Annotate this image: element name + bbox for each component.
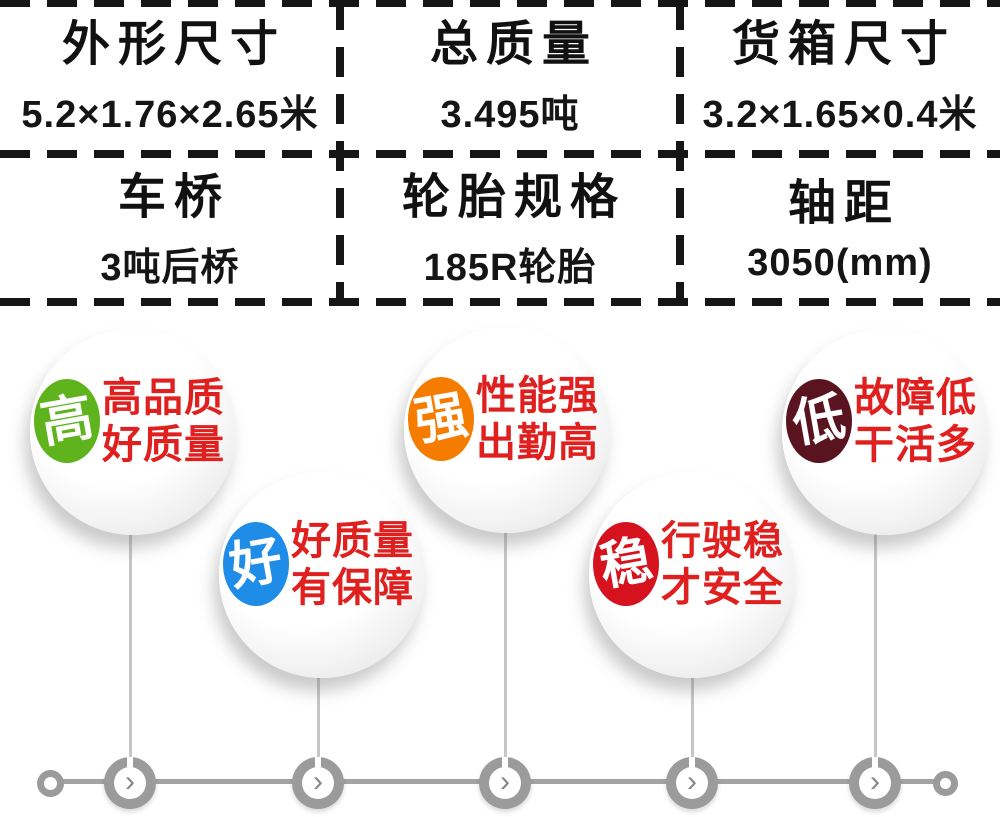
spec-table: 外形尺寸 5.2×1.76×2.65米 总质量 3.495吨 货箱尺寸 3.2×… xyxy=(0,0,1000,306)
badge-char: 低 xyxy=(788,387,850,455)
spec-title: 总质量 xyxy=(429,18,598,72)
spec-value: 5.2×1.76×2.65米 xyxy=(21,93,319,136)
feature-line1: 好质量 xyxy=(291,519,414,563)
spec-cell-exterior-dimensions: 外形尺寸 5.2×1.76×2.65米 xyxy=(0,0,340,152)
spec-cell-cargo-box-dimensions: 货箱尺寸 3.2×1.65×0.4米 xyxy=(680,0,1000,152)
feature-circle-stable-driving: 稳 行驶稳 才安全 xyxy=(589,472,795,678)
timeline-node: › xyxy=(104,757,156,809)
spec-title: 外形尺寸 xyxy=(61,18,286,72)
feature-slogan: 高品质 好质量 xyxy=(102,375,225,469)
feature-line2: 有保障 xyxy=(291,566,414,610)
spec-title: 轮胎规格 xyxy=(401,171,626,225)
feature-line2: 好质量 xyxy=(102,423,225,467)
feature-line1: 性能强 xyxy=(476,374,599,418)
timeline-node-notch xyxy=(502,757,508,769)
feature-circle-strong-performance: 强 性能强 出勤高 xyxy=(404,327,610,533)
table-border-top xyxy=(0,0,1000,7)
feature-line2: 才安全 xyxy=(661,566,784,610)
spec-cell-gross-weight: 总质量 3.495吨 xyxy=(340,0,680,152)
timeline-node: › xyxy=(292,757,344,809)
connector-line xyxy=(691,670,694,760)
feature-line1: 行驶稳 xyxy=(661,519,784,563)
timeline-node-notch xyxy=(315,757,321,769)
spec-value: 3.2×1.65×0.4米 xyxy=(702,93,978,136)
timeline-node: › xyxy=(479,757,531,809)
timeline-node-notch xyxy=(689,757,695,769)
chevron-right-icon: › xyxy=(114,766,146,799)
spec-cell-wheelbase: 轴距 3050(mm) xyxy=(680,152,1000,306)
feature-slogan: 故障低 干活多 xyxy=(854,375,977,469)
spec-cell-axle: 车桥 3吨后桥 xyxy=(0,152,340,306)
timeline-node-notch xyxy=(127,757,133,769)
spec-value: 3.495吨 xyxy=(440,93,580,136)
connector-line xyxy=(317,670,320,760)
feature-slogan: 好质量 有保障 xyxy=(291,518,414,612)
badge-circle: 好 xyxy=(223,522,289,606)
feature-circle-low-failure: 低 故障低 干活多 xyxy=(782,329,988,535)
feature-circle-guaranteed-quality: 好 好质量 有保障 xyxy=(219,472,425,678)
feature-line1: 高品质 xyxy=(102,376,225,420)
badge-char: 好 xyxy=(225,530,287,598)
connector-line xyxy=(129,527,132,760)
timeline-end-cap-right xyxy=(933,771,958,796)
badge-circle: 稳 xyxy=(593,522,659,606)
spec-value: 185R轮胎 xyxy=(423,246,597,289)
spec-value: 3吨后桥 xyxy=(100,246,240,289)
timeline-node: › xyxy=(849,757,901,809)
spec-value: 3050(mm) xyxy=(747,241,933,284)
badge-circle: 强 xyxy=(408,377,474,461)
spec-title: 轴距 xyxy=(787,177,900,231)
badge-circle: 高 xyxy=(34,379,100,463)
badge-char: 高 xyxy=(36,387,98,455)
timeline-node: › xyxy=(666,757,718,809)
chevron-right-icon: › xyxy=(302,766,334,799)
table-border-middle xyxy=(0,150,1000,158)
feature-line2: 出勤高 xyxy=(476,421,599,465)
connector-line xyxy=(504,525,507,760)
timeline-node-notch xyxy=(872,757,878,769)
timeline-end-cap-left xyxy=(37,770,64,797)
spec-title: 车桥 xyxy=(117,171,230,225)
feature-slogan: 行驶稳 才安全 xyxy=(661,518,784,612)
feature-line1: 故障低 xyxy=(854,376,977,420)
badge-char: 强 xyxy=(410,385,472,453)
feature-circle-high-quality: 高 高品质 好质量 xyxy=(30,329,236,535)
feature-slogan: 性能强 出勤高 xyxy=(476,373,599,467)
chevron-right-icon: › xyxy=(859,766,891,799)
table-divider-2 xyxy=(676,0,684,306)
chevron-right-icon: › xyxy=(676,766,708,799)
spec-cell-tire-spec: 轮胎规格 185R轮胎 xyxy=(340,152,680,306)
feature-line2: 干活多 xyxy=(854,423,977,467)
badge-char: 稳 xyxy=(595,530,657,598)
badge-circle: 低 xyxy=(786,379,852,463)
chevron-right-icon: › xyxy=(489,766,521,799)
connector-line xyxy=(874,527,877,760)
spec-title: 货箱尺寸 xyxy=(731,18,956,72)
table-divider-1 xyxy=(336,0,344,306)
table-border-bottom xyxy=(0,298,1000,306)
